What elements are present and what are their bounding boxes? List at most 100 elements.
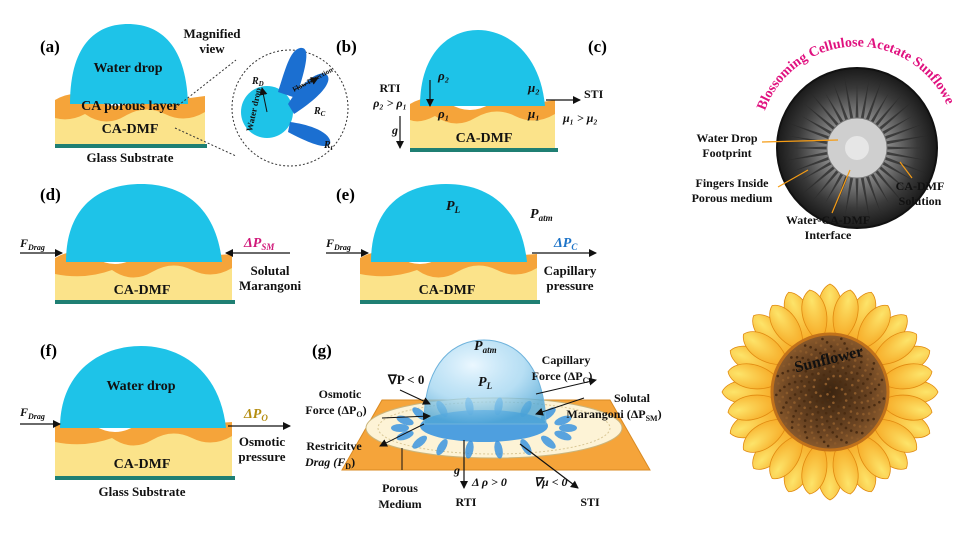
- seed: [862, 412, 865, 416]
- seed: [819, 344, 823, 347]
- dish-finger: [809, 91, 839, 127]
- seed: [799, 390, 803, 394]
- substrate-label: Glass Substrate: [86, 150, 173, 165]
- seed: [839, 422, 843, 426]
- seed: [810, 395, 814, 399]
- finger-pattern: [784, 75, 930, 221]
- seed: [785, 391, 789, 395]
- seed: [841, 366, 845, 370]
- e-patm-label: Patm: [530, 207, 553, 223]
- seed: [786, 369, 790, 373]
- seed: [847, 352, 850, 356]
- seed: [860, 431, 864, 435]
- fingers-label-2: Porous medium: [692, 191, 773, 205]
- seed: [844, 399, 848, 402]
- dish-finger: [865, 78, 883, 121]
- seed: [841, 353, 844, 357]
- seed: [851, 377, 855, 381]
- g-label: g: [391, 123, 398, 137]
- seed: [859, 349, 863, 353]
- f-water-drop-label: Water drop: [106, 379, 175, 394]
- e-substrate: [360, 300, 540, 304]
- seed: [860, 389, 864, 393]
- seed: [870, 382, 874, 385]
- dish-finger: [831, 175, 849, 218]
- seed: [817, 430, 820, 434]
- seed: [810, 431, 814, 434]
- dish-finger: [870, 92, 889, 123]
- seed: [792, 374, 796, 378]
- panel-b-label: (b): [336, 37, 357, 56]
- seed: [871, 397, 875, 400]
- seed: [836, 369, 840, 373]
- seed: [833, 380, 836, 384]
- f-drag-label: FDrag: [19, 405, 45, 421]
- g-water-dome: [423, 339, 547, 425]
- seed: [831, 409, 835, 413]
- seed: [808, 400, 812, 404]
- g-osmotic-label-2: Force (ΔPO): [305, 403, 366, 419]
- seed: [809, 419, 813, 423]
- seed: [878, 408, 882, 411]
- g-sti-label: STI: [580, 495, 600, 509]
- ca-dmf-base-layer: [55, 138, 205, 146]
- seed: [832, 365, 835, 368]
- g-solutal-arrow: [535, 397, 585, 416]
- solution-pointer: [899, 161, 913, 179]
- seed: [777, 382, 780, 385]
- seed: [814, 348, 818, 352]
- e-pressure-label: pressure: [546, 278, 593, 293]
- ca-dmf-label: CA-DMF: [102, 122, 159, 137]
- seed: [849, 415, 852, 419]
- footprint-label-2: Footprint: [702, 146, 751, 160]
- seed: [789, 405, 793, 409]
- seed: [866, 357, 870, 361]
- seed: [818, 379, 822, 382]
- seed: [866, 352, 870, 355]
- petal: [743, 331, 789, 366]
- dish-finger: [860, 177, 870, 221]
- dish-finger: [886, 135, 930, 145]
- seed: [803, 419, 807, 422]
- g-porous-label-1: Porous: [382, 481, 418, 495]
- seed: [842, 406, 846, 409]
- sunflower-petals: [721, 283, 939, 501]
- seed: [880, 378, 884, 382]
- g-finger: [396, 430, 414, 441]
- dish-finger: [882, 116, 913, 135]
- seed: [829, 415, 833, 419]
- d-delta-p-label: ΔPSM: [243, 236, 275, 252]
- panel-e: (e) CA-DMF PL Patm FDrag ΔPC Capillary p…: [325, 184, 597, 304]
- solution-label-2: Solution: [899, 194, 942, 208]
- g-finger: [412, 435, 428, 449]
- seed: [843, 412, 846, 415]
- seed: [790, 388, 794, 391]
- seed: [832, 374, 835, 378]
- seed: [855, 431, 858, 434]
- seed: [792, 415, 795, 418]
- seed: [850, 371, 853, 374]
- seed: [815, 441, 819, 445]
- seed: [857, 379, 860, 382]
- dish-finger: [878, 100, 914, 130]
- dish-finger: [801, 161, 832, 180]
- seed: [817, 366, 821, 369]
- seed: [870, 424, 873, 428]
- seed: [825, 341, 829, 344]
- seed: [819, 351, 822, 355]
- f-water-drop: [60, 346, 226, 428]
- seed: [855, 418, 858, 421]
- seed: [812, 436, 816, 440]
- d-marangoni-label: Marangoni: [239, 278, 302, 293]
- g-finger: [554, 415, 572, 426]
- seed: [824, 411, 828, 415]
- seed: [778, 400, 781, 403]
- seed: [839, 348, 842, 351]
- seed: [820, 415, 824, 419]
- seed: [793, 349, 797, 353]
- seed: [813, 378, 816, 382]
- seed: [880, 390, 884, 393]
- panel-a-label: (a): [40, 37, 60, 56]
- seed: [812, 361, 816, 365]
- seed: [869, 372, 872, 376]
